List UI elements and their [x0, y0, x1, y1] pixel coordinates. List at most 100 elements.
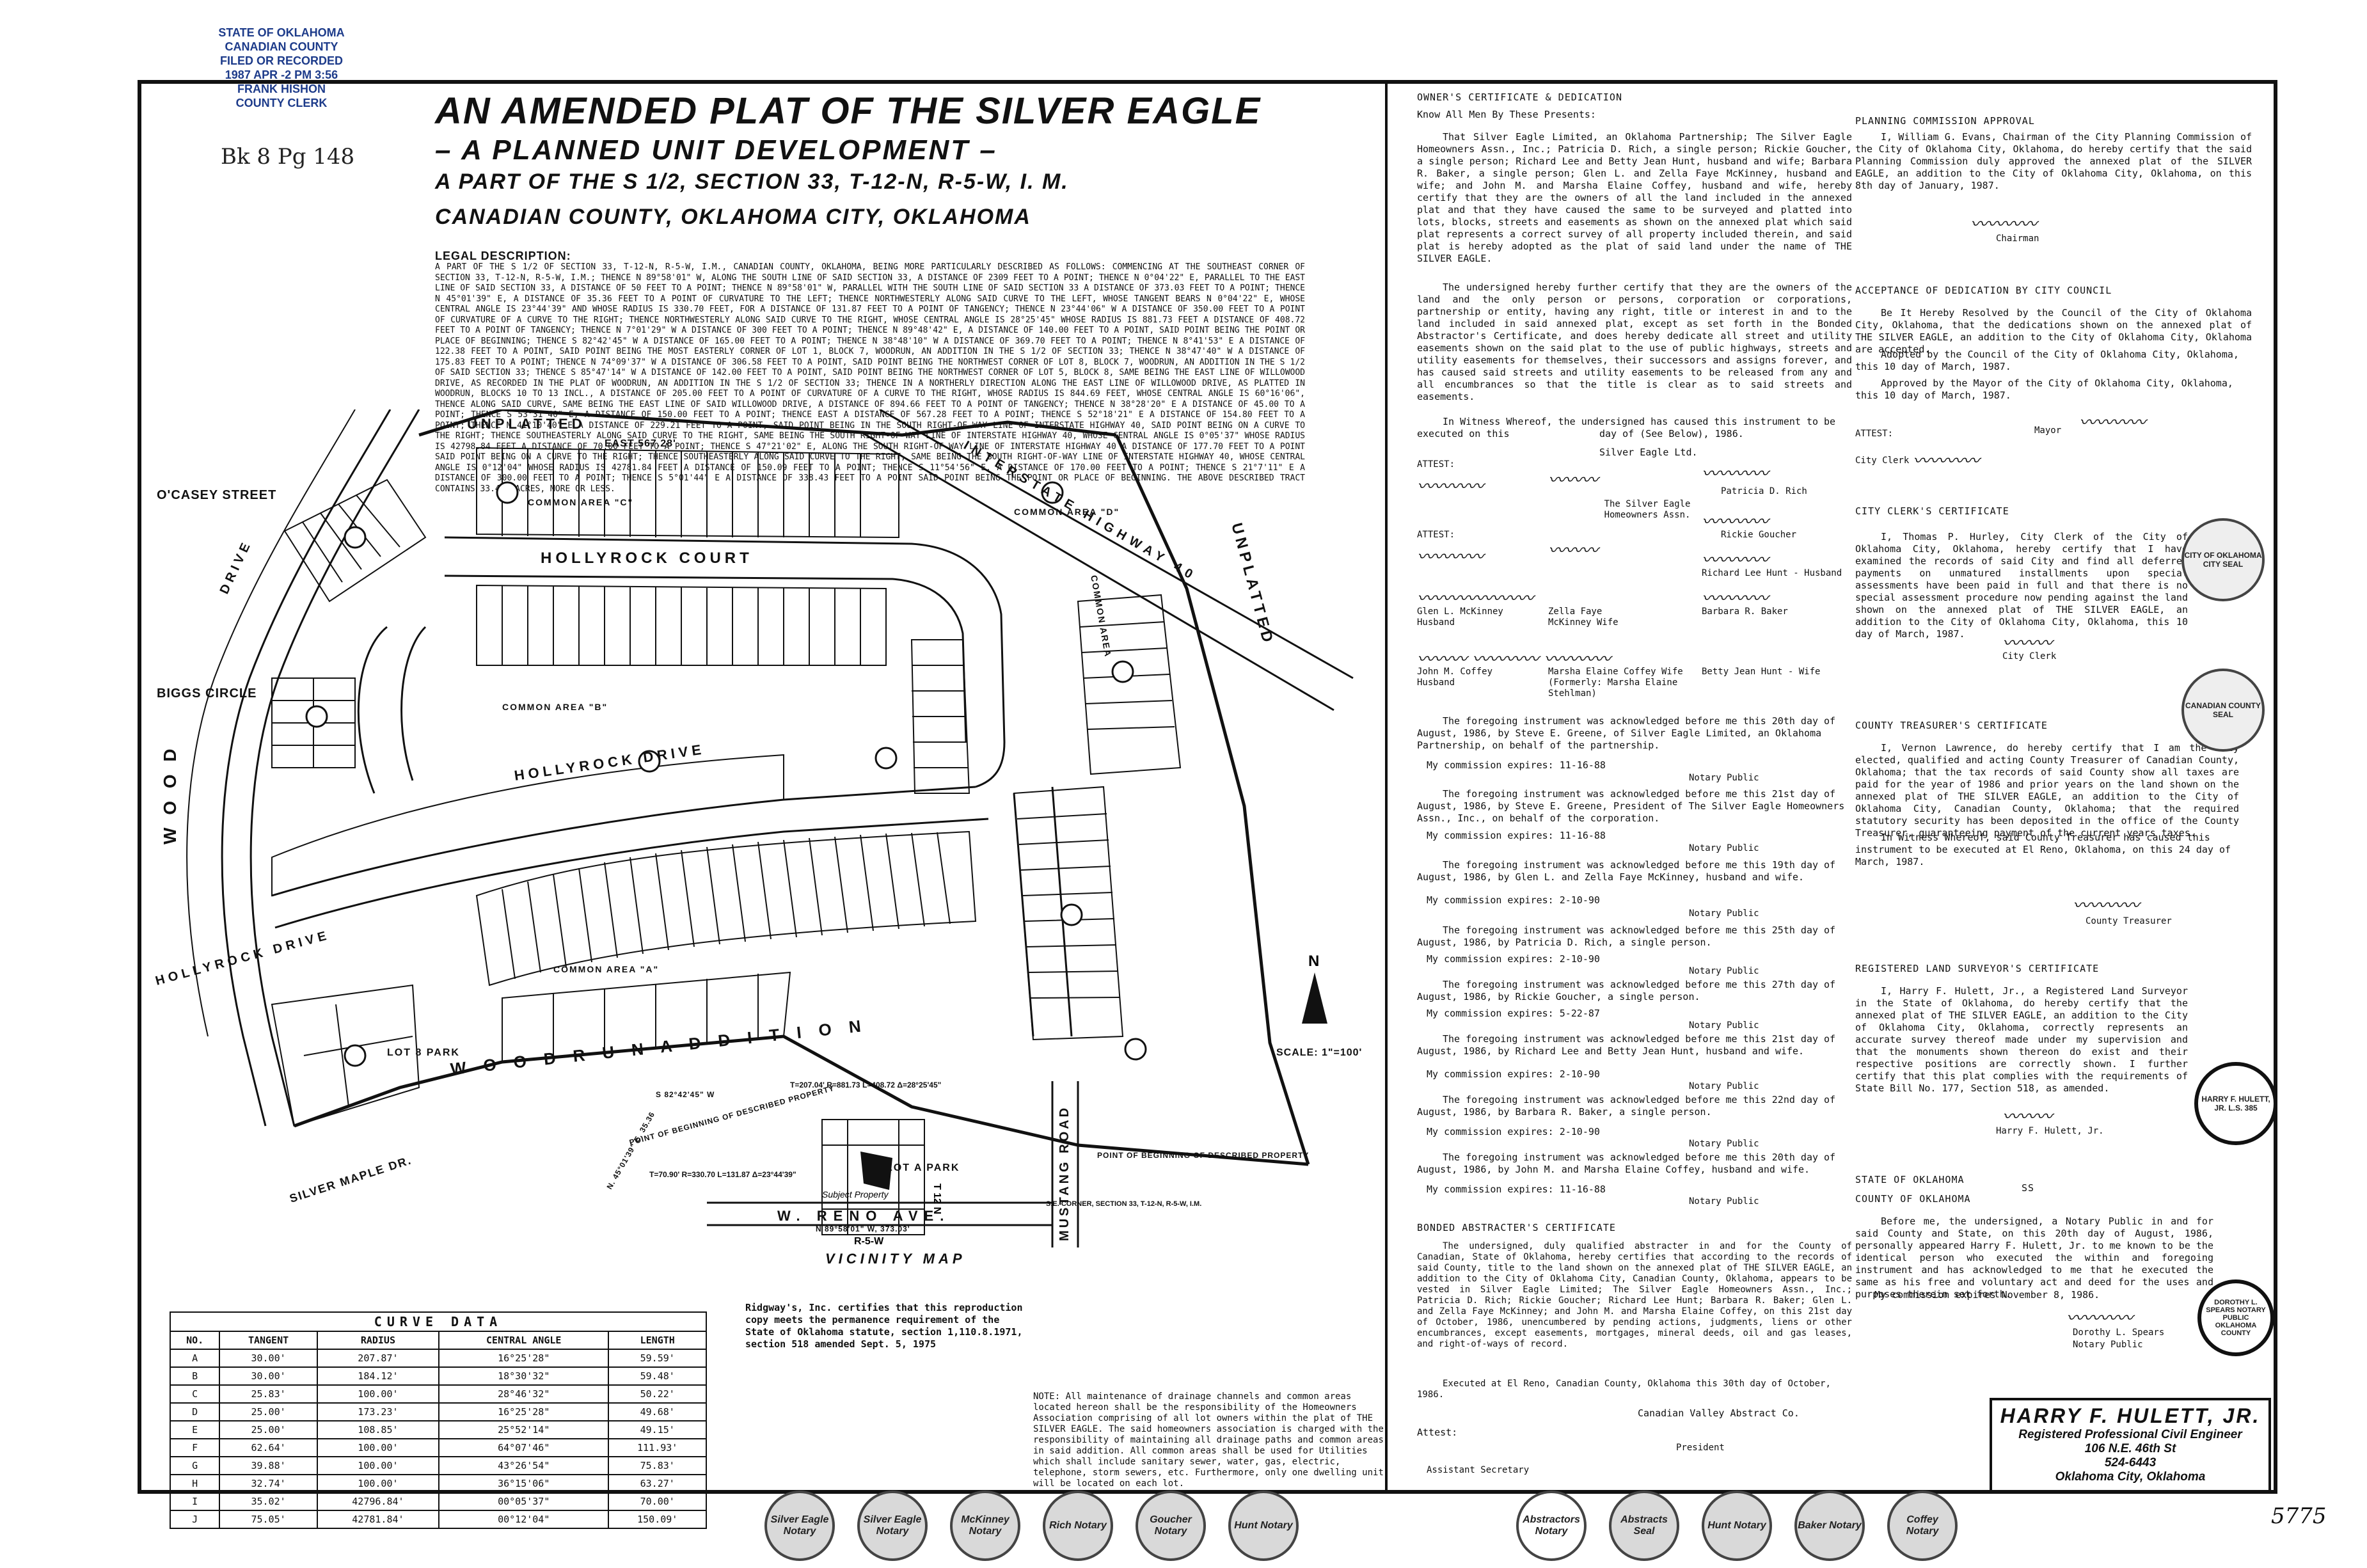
betty-label: Betty Jean Hunt - Wife [1702, 667, 1821, 677]
bonded-executed: Executed at El Reno, Canadian County, Ok… [1417, 1379, 1831, 1400]
acceptance-attest: ATTEST: [1855, 429, 1894, 439]
common-area-right-label: COMMON AREA [1089, 574, 1113, 658]
marsha-label: Marsha Elaine Coffey Wife (Formerly: Mar… [1548, 667, 1683, 699]
notary-seal-9: Hunt Notary [1702, 1491, 1772, 1561]
signature-homeowners: 〰〰〰 [1548, 541, 1599, 560]
block-circle-7 [1111, 660, 1134, 683]
notary-seal-1: Silver Eagle Notary [764, 1491, 835, 1561]
notary-seal-2: Silver Eagle Notary [857, 1491, 928, 1561]
bonded-secretary: Assistant Secretary [1427, 1465, 1530, 1475]
ack-3-np: Notary Public [1689, 908, 1759, 919]
ack-1-exp: My commission expires: 11-16-88 [1427, 759, 1606, 771]
notary-seal-3: McKinney Notary [950, 1491, 1020, 1561]
glen-label: Glen L. McKinney Husband [1417, 606, 1503, 628]
signature-city-clerk: 〰〰〰〰 [1913, 452, 1980, 471]
planning-chairman: Chairman [1996, 234, 2039, 244]
clerk-heading: CITY CLERK'S CERTIFICATE [1855, 505, 2009, 517]
signature-barbara: 〰〰〰〰 [1702, 589, 1769, 608]
vicinity-map-label: VICINITY MAP [825, 1251, 966, 1267]
county-seal: CANADIAN COUNTY SEAL [2181, 669, 2265, 752]
hollyrock-court-outer [444, 536, 1006, 788]
point-of-beginning-2-label: POINT OF BEGINNING OF DESCRIBED PROPERTY [1097, 1151, 1309, 1160]
ack-1-np: Notary Public [1689, 773, 1759, 783]
ack-6-np: Notary Public [1689, 1081, 1759, 1091]
signature-clerk: 〰〰〰 [2002, 634, 2053, 653]
drive-label: DRIVE [218, 537, 255, 596]
hollyrock-drive-north [271, 786, 976, 897]
owners-intro: Know All Men By These Presents: [1417, 109, 1596, 120]
block-circle-2 [496, 481, 519, 504]
attest-label-2: ATTEST: [1417, 530, 1455, 540]
bonded-body: The undersigned, duly qualified abstract… [1417, 1241, 1852, 1349]
signature-glen: 〰〰〰〰〰〰〰 [1417, 589, 1534, 608]
bonded-heading: BONDED ABSTRACTER'S CERTIFICATE [1417, 1222, 1616, 1233]
boundary-east [1114, 434, 1310, 1165]
col-length: LENGTH [608, 1331, 707, 1350]
willowood-label: W O O D [160, 745, 180, 844]
book-page-note: Bk 8 Pg 148 [221, 144, 355, 170]
ack-7-exp: My commission expires: 2-10-90 [1427, 1126, 1600, 1137]
block-circle-15 [344, 1044, 367, 1067]
zella-label: Zella Faye McKinney Wife [1548, 606, 1619, 628]
signature-silver-eagle: 〰〰〰 [1548, 471, 1599, 490]
treasurer-label: County Treasurer [2086, 916, 2172, 926]
ack-6-exp: My commission expires: 2-10-90 [1427, 1068, 1600, 1080]
rickie-label: Rickie Goucher [1721, 530, 1797, 540]
col-no: NO. [169, 1331, 221, 1350]
signature-mayor: 〰〰〰〰 [2079, 413, 2146, 432]
block-circle-16 [1041, 481, 1064, 504]
acceptance-adopted: Adopted by the Council of the City of Ok… [1855, 349, 2239, 372]
notary-seal-10: Baker Notary [1794, 1491, 1865, 1561]
notary-seal-11: Coffey Notary [1887, 1491, 1958, 1561]
hollyrock-court-label: HOLLYROCK COURT [541, 550, 753, 567]
ack-5-np: Notary Public [1689, 1020, 1759, 1031]
block-circle-5 [638, 750, 661, 773]
surveyor-body: I, Harry F. Hulett, Jr., a Registered La… [1855, 985, 2188, 1094]
plat-section: A PART OF THE S 1/2, SECTION 33, T-12-N,… [435, 170, 1069, 194]
owners-witness-date: day of (See Below), 1986. [1599, 428, 1744, 440]
notary-seal-6: Hunt Notary [1228, 1491, 1299, 1561]
unplatted-east-label: UNPLATTED [1228, 521, 1277, 648]
curve-table-caption: CURVE DATA [170, 1311, 707, 1332]
signature-john: 〰〰〰 〰〰〰〰 〰〰〰〰 [1417, 650, 1611, 669]
ocasey-street-label: O'CASEY STREET [157, 488, 276, 502]
signature-surveyor: 〰〰〰 [2002, 1107, 2053, 1127]
surveyor-exp: My commission expires November 8, 1986. [1874, 1289, 2100, 1301]
ack-4: The foregoing instrument was acknowledge… [1417, 924, 1836, 948]
plat-location: CANADIAN COUNTY, OKLAHOMA CITY, OKLAHOMA [435, 205, 1031, 229]
clerk-label: City Clerk [2002, 651, 2057, 661]
planning-body: I, William G. Evans, Chairman of the Cit… [1855, 131, 2252, 191]
sheet-border [138, 80, 2277, 1494]
treasurer-heading: COUNTY TREASURER'S CERTIFICATE [1855, 720, 2048, 731]
recording-stamp: STATE OF OKLAHOMA CANADIAN COUNTY FILED … [218, 26, 345, 109]
acceptance-approved: Approved by the Mayor of the City of Okl… [1855, 377, 2233, 401]
block-circle-12 [1124, 1038, 1147, 1061]
lot-a-park-label: LOT A PARK [886, 1162, 960, 1173]
notary-seal-5: Goucher Notary [1136, 1491, 1206, 1561]
ack-4-exp: My commission expires: 2-10-90 [1427, 953, 1600, 965]
notary-seal-7: Abstractors Notary [1516, 1491, 1587, 1561]
sheet-number: 5775 [2271, 1503, 2327, 1529]
subject-property-label: Subject Property [822, 1189, 889, 1200]
loop-west-inner [400, 626, 427, 781]
ack-5-exp: My commission expires: 5-22-87 [1427, 1008, 1600, 1019]
notary-seal: DOROTHY L. SPEARS NOTARY PUBLIC OKLAHOMA… [2197, 1279, 2274, 1356]
treasurer-witness: In Witness Whereof, said County Treasure… [1855, 832, 2231, 867]
common-area-a-label: COMMON AREA "A" [553, 964, 659, 974]
signature-richard: 〰〰〰〰 [1702, 551, 1769, 570]
boundary-north [418, 409, 1117, 437]
notary-label: Notary Public [2073, 1340, 2143, 1350]
willowood-line-east [249, 409, 420, 1127]
ack-6: The foregoing instrument was acknowledge… [1417, 1033, 1836, 1057]
ack-2: The foregoing instrument was acknowledge… [1417, 788, 1845, 824]
block-circle-11 [305, 705, 328, 728]
common-area-d-label: COMMON AREA "D" [1014, 507, 1120, 517]
signature-treasurer: 〰〰〰〰 [2073, 896, 2140, 915]
richard-label: Richard Lee Hunt - Husband [1702, 568, 1842, 578]
notary-name: Dorothy L. Spears [2073, 1327, 2165, 1338]
